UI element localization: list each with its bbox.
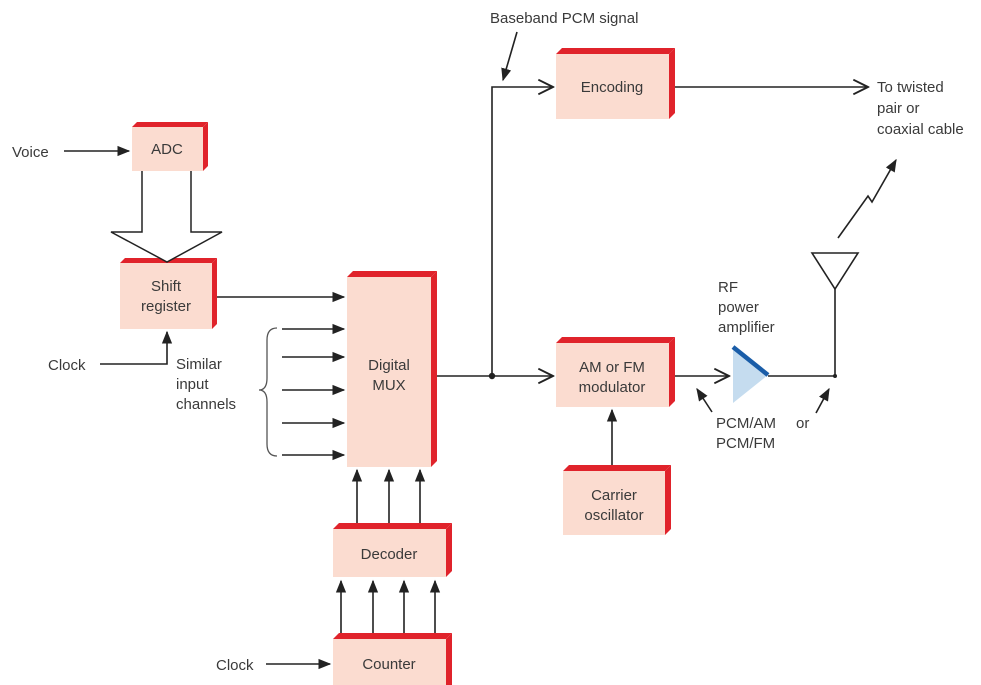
pcm-label-2: PCM/FM — [716, 435, 775, 452]
modulator-label-line2: modulator — [579, 379, 646, 396]
pcm-pointer-arrow — [696, 387, 713, 413]
mux-label-line2: MUX — [372, 377, 405, 394]
rf-amplifier-symbol — [731, 345, 770, 403]
amplifier-to-antenna-wire — [768, 281, 836, 377]
mux-to-encoding-arrow — [491, 87, 553, 376]
decoder-label: Decoder — [361, 546, 418, 563]
oscillator-label-line2: oscillator — [584, 507, 643, 524]
mux-label-line1: Digital — [368, 357, 410, 374]
antenna-icon — [810, 252, 860, 291]
shift-register-label-line2: register — [141, 298, 191, 315]
modulator-block: AM or FM modulator — [556, 337, 675, 407]
output-line-label-3: coaxial cable — [877, 121, 964, 138]
similar-inputs-line3: channels — [176, 396, 236, 413]
similar-inputs-line2: input — [176, 376, 209, 393]
output-line-label-1: To twisted — [877, 79, 944, 96]
clock-bottom-label: Clock — [216, 657, 254, 674]
rf-amp-label-3: amplifier — [718, 319, 775, 336]
voice-label: Voice — [12, 144, 49, 161]
radiation-lightning-icon — [837, 158, 897, 239]
encoding-label: Encoding — [581, 79, 644, 96]
similar-inputs-line1: Similar — [176, 356, 222, 373]
counter-block: Counter — [333, 633, 452, 685]
modulator-label-line1: AM or FM — [579, 359, 645, 376]
clock-to-shift-register-arrow — [100, 330, 173, 365]
counter-label: Counter — [362, 656, 415, 673]
encoding-block: Encoding — [556, 48, 675, 119]
baseband-label: Baseband PCM signal — [490, 10, 638, 27]
oscillator-label-line1: Carrier — [591, 487, 637, 504]
or-pointer-arrow — [815, 387, 830, 414]
shift-register-block: Shift register — [120, 258, 217, 329]
adc-label: ADC — [151, 141, 183, 158]
baseband-pointer-arrow — [501, 31, 518, 82]
adc-block: ADC — [132, 122, 208, 171]
shift-register-label-line1: Shift — [151, 278, 182, 295]
carrier-oscillator-block: Carrier oscillator — [563, 465, 671, 535]
pcm-label-1: PCM/AM — [716, 415, 776, 432]
similar-input-arrows — [282, 323, 346, 461]
adc-to-shift-register-bus-arrow — [110, 171, 223, 263]
decoder-block: Decoder — [333, 523, 452, 577]
antenna-junction — [833, 374, 837, 378]
clock-top-label: Clock — [48, 357, 86, 374]
input-channels-brace — [258, 327, 278, 457]
or-label: or — [796, 415, 809, 432]
digital-mux-block: Digital MUX — [347, 271, 437, 467]
rf-amp-label-2: power — [718, 299, 759, 316]
output-line-label-2: pair or — [877, 100, 920, 117]
rf-amp-label-1: RF — [718, 279, 738, 296]
